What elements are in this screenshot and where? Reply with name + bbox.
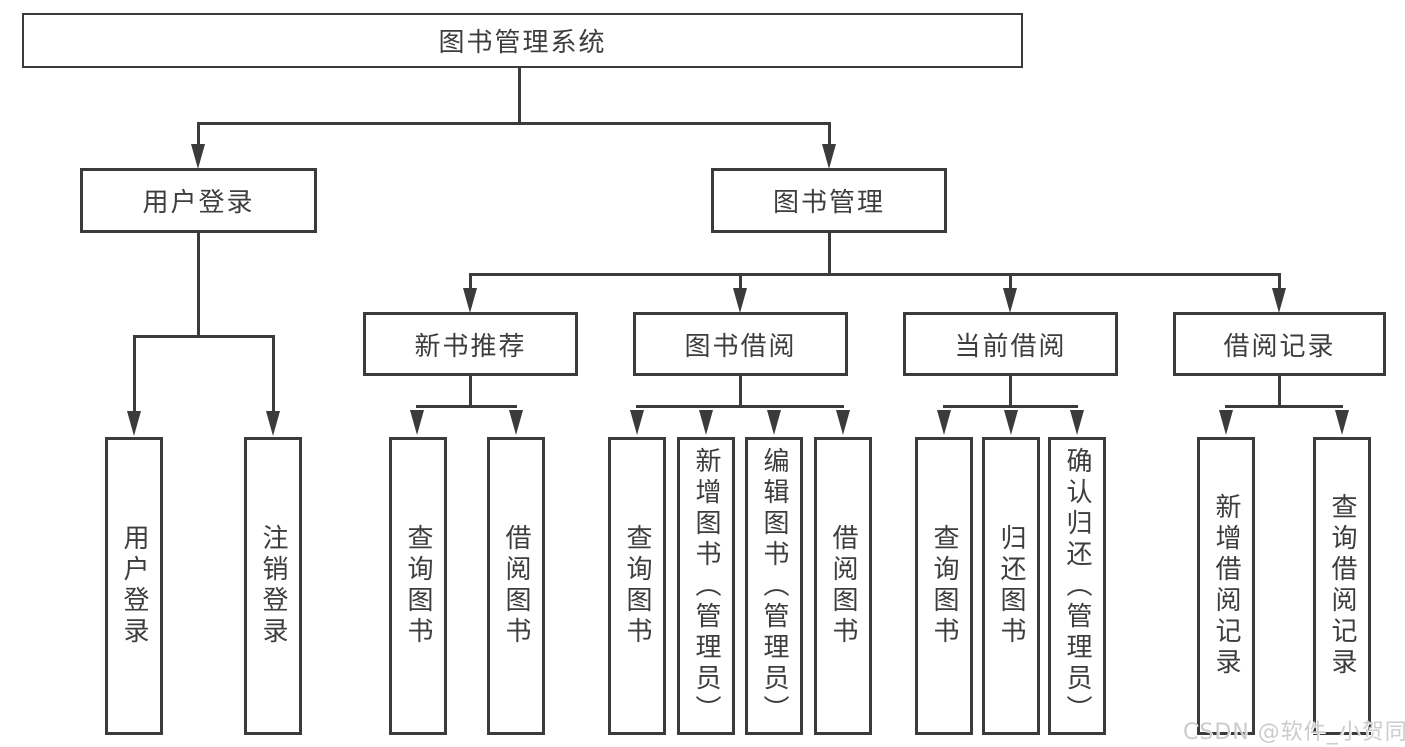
arrow-down-icon <box>630 410 644 435</box>
leaf-label: 借阅图书 <box>828 524 858 648</box>
connector-line <box>197 233 200 338</box>
connector-line <box>739 376 742 407</box>
arrow-down-icon <box>1070 410 1084 435</box>
leaf-label: 用户登录 <box>119 524 149 648</box>
node-root-system: 图书管理系统 <box>22 13 1023 68</box>
leaf-edit-book-admin: 编辑图书（管理员） <box>745 437 803 735</box>
connector-line <box>1225 405 1343 408</box>
arrow-down-icon <box>191 144 205 169</box>
leaf-add-book-admin: 新增图书（管理员） <box>677 437 735 735</box>
leaf-label: 新增图书（管理员） <box>691 446 721 726</box>
arrow-down-icon <box>463 288 477 313</box>
arrow-down-icon <box>822 144 836 169</box>
arrow-down-icon <box>1004 410 1018 435</box>
leaf-add-borrow-record: 新增借阅记录 <box>1197 437 1255 735</box>
connector-line <box>469 376 472 407</box>
connector-line <box>1278 273 1281 292</box>
connector-line <box>469 273 472 292</box>
leaf-label: 注销登录 <box>258 524 288 648</box>
connector-line <box>828 122 831 148</box>
leaf-query-books-borrowing: 查询图书 <box>608 437 666 735</box>
arrow-down-icon <box>127 411 141 436</box>
node-new-book-recommendation: 新书推荐 <box>363 312 578 376</box>
connector-line <box>739 273 742 292</box>
connector-line <box>943 405 1078 408</box>
arrow-down-icon <box>1335 410 1349 435</box>
connector-line <box>133 335 136 413</box>
leaf-label: 归还图书 <box>996 524 1026 648</box>
node-user-login: 用户登录 <box>80 168 317 233</box>
arrow-down-icon <box>937 410 951 435</box>
connector-line <box>272 335 275 413</box>
leaf-return-books: 归还图书 <box>982 437 1040 735</box>
arrow-down-icon <box>1219 410 1233 435</box>
arrow-down-icon <box>509 410 523 435</box>
leaf-label: 新增借阅记录 <box>1211 493 1241 679</box>
leaf-label: 查询图书 <box>622 524 652 648</box>
arrow-down-icon <box>733 288 747 313</box>
leaf-user-login: 用户登录 <box>105 437 163 735</box>
leaf-borrow-books-borrowing: 借阅图书 <box>814 437 872 735</box>
arrow-down-icon <box>699 410 713 435</box>
arrow-down-icon <box>410 410 424 435</box>
leaf-label: 查询借阅记录 <box>1327 493 1357 679</box>
leaf-logout: 注销登录 <box>244 437 302 735</box>
node-current-borrowing: 当前借阅 <box>903 312 1118 376</box>
watermark-text: CSDN @软件_小贺同学 <box>1183 720 1405 745</box>
connector-line <box>416 405 517 408</box>
node-book-borrowing: 图书借阅 <box>633 312 848 376</box>
arrow-down-icon <box>767 410 781 435</box>
connector-line <box>469 273 1281 276</box>
leaf-query-books-current: 查询图书 <box>915 437 973 735</box>
connector-line <box>197 122 200 148</box>
arrow-down-icon <box>1272 288 1286 313</box>
connector-line <box>518 68 521 122</box>
leaf-label: 借阅图书 <box>501 524 531 648</box>
node-borrowing-records: 借阅记录 <box>1173 312 1386 376</box>
connector-line <box>1278 376 1281 407</box>
connector-line <box>1009 273 1012 292</box>
leaf-borrow-books-recommend: 借阅图书 <box>487 437 545 735</box>
leaf-label: 编辑图书（管理员） <box>759 446 789 726</box>
connector-line <box>636 405 844 408</box>
leaf-label: 确认归还（管理员） <box>1062 446 1092 726</box>
arrow-down-icon <box>266 411 280 436</box>
leaf-query-borrow-record: 查询借阅记录 <box>1313 437 1371 735</box>
connector-line <box>828 233 831 275</box>
leaf-label: 查询图书 <box>929 524 959 648</box>
connector-line <box>197 122 831 125</box>
arrow-down-icon <box>836 410 850 435</box>
node-book-management: 图书管理 <box>711 168 947 233</box>
leaf-label: 查询图书 <box>403 524 433 648</box>
connector-line <box>133 335 274 338</box>
connector-line <box>1009 376 1012 407</box>
leaf-confirm-return-admin: 确认归还（管理员） <box>1048 437 1106 735</box>
leaf-query-books-recommend: 查询图书 <box>389 437 447 735</box>
arrow-down-icon <box>1003 288 1017 313</box>
